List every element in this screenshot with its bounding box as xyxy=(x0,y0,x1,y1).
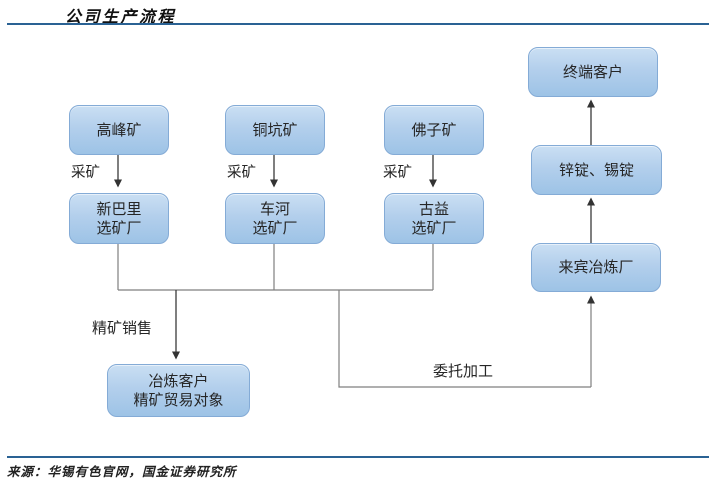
node-label-line2: 精矿贸易对象 xyxy=(133,390,224,409)
node-label-line2: 选矿厂 xyxy=(411,218,457,237)
node-smelting-customers: 冶炼客户 精矿贸易对象 xyxy=(107,364,250,417)
node-label: 铜坑矿 xyxy=(252,120,298,139)
node-label-line1: 冶炼客户 xyxy=(148,371,209,390)
node-label-line1: 新巴里 xyxy=(96,199,142,218)
node-zinc-tin-ingots: 锌锭、锡锭 xyxy=(531,145,662,195)
edge-label-mining-tongkeng: 采矿 xyxy=(227,165,256,181)
edge-label-mining-fozi: 采矿 xyxy=(383,165,412,181)
edge-label-commissioned-processing: 委托加工 xyxy=(433,362,494,380)
footer-rule xyxy=(7,456,709,458)
node-label-line1: 古益 xyxy=(418,199,449,218)
node-label-line2: 选矿厂 xyxy=(252,218,298,237)
node-xinbali-concentrator: 新巴里 选矿厂 xyxy=(69,193,169,244)
figure-title: 公司生产流程 xyxy=(65,7,177,26)
node-gaofeng-mine: 高峰矿 xyxy=(69,105,169,155)
node-label-line2: 选矿厂 xyxy=(96,218,142,237)
node-label: 终端客户 xyxy=(562,62,623,81)
node-label: 锌锭、锡锭 xyxy=(558,160,634,179)
node-label: 高峰矿 xyxy=(96,120,142,139)
title-underline xyxy=(7,23,709,25)
node-tongkeng-mine: 铜坑矿 xyxy=(225,105,325,155)
node-guyi-concentrator: 古益 选矿厂 xyxy=(384,193,484,244)
node-laibin-smelter: 来宾冶炼厂 xyxy=(531,243,661,292)
node-label-line1: 车河 xyxy=(259,199,290,218)
node-label: 佛子矿 xyxy=(411,120,457,139)
node-chehe-concentrator: 车河 选矿厂 xyxy=(225,193,325,244)
edge-label-mining-gaofeng: 采矿 xyxy=(71,165,100,181)
node-fozi-mine: 佛子矿 xyxy=(384,105,484,155)
edge-label-concentrate-sales: 精矿销售 xyxy=(92,319,153,337)
node-label: 来宾冶炼厂 xyxy=(558,258,634,277)
node-terminal-customers: 终端客户 xyxy=(528,47,658,97)
source-note: 来源：华锡有色官网，国金证券研究所 xyxy=(7,464,237,479)
